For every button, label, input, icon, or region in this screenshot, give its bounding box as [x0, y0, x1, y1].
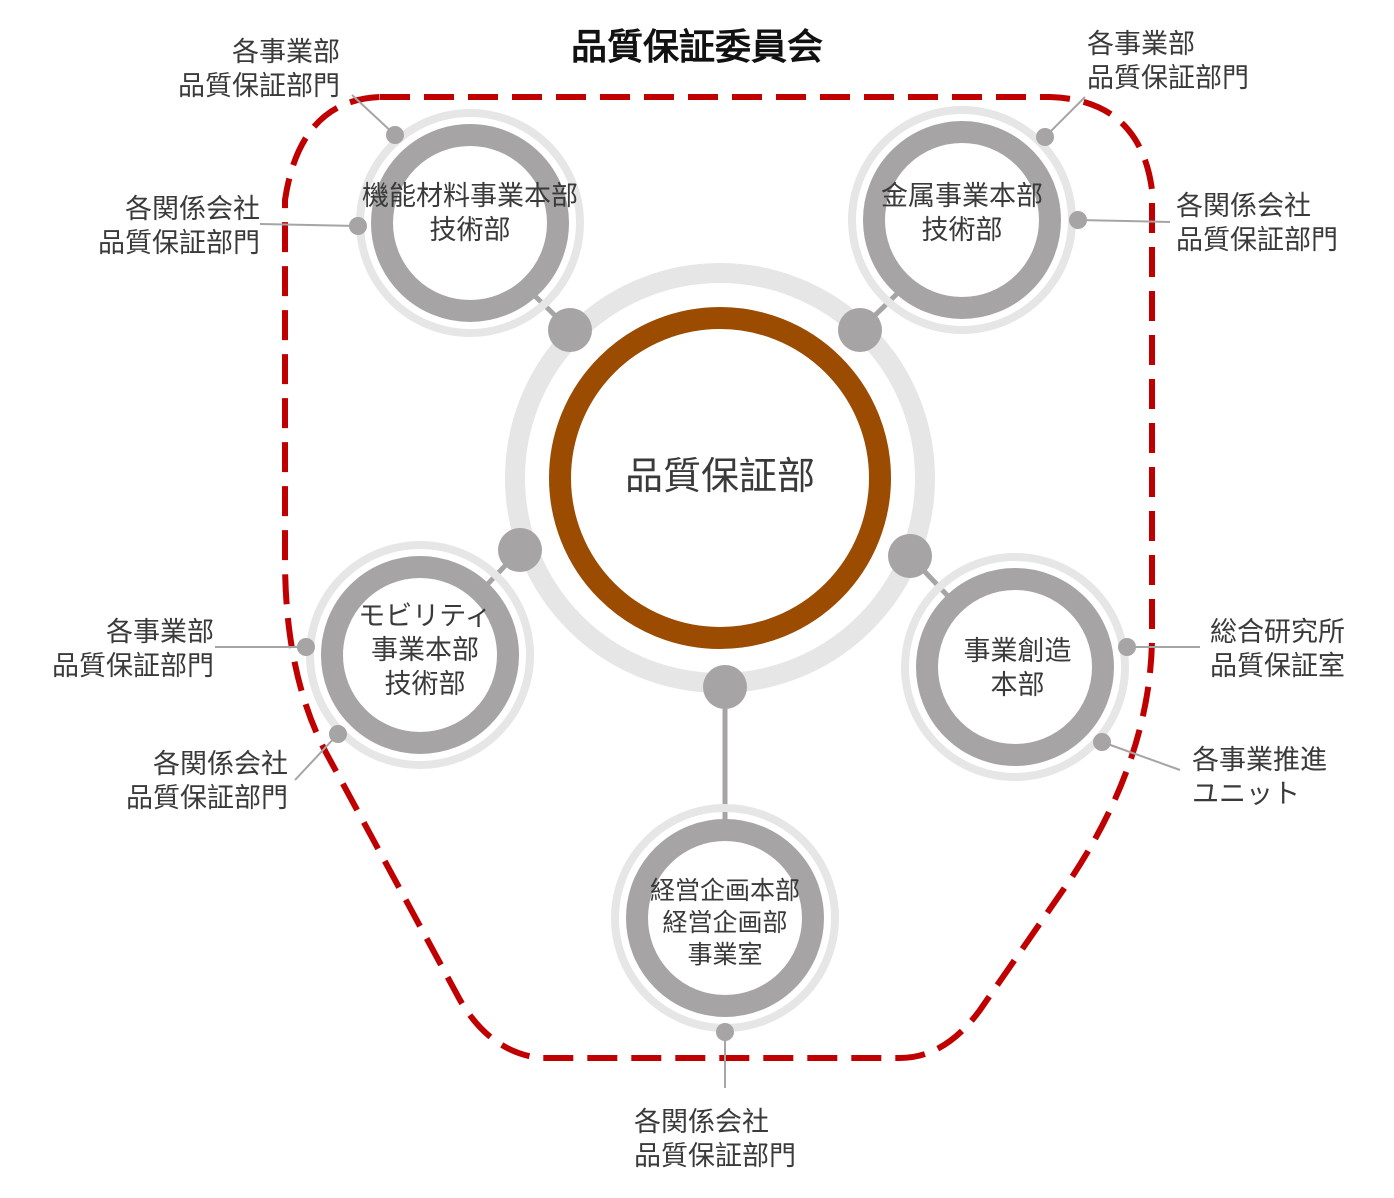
node-label-line: 機能材料事業本部	[362, 181, 578, 212]
joint-dot	[703, 665, 747, 709]
center-ring	[549, 307, 891, 649]
center-node	[505, 263, 935, 693]
node-ring	[321, 556, 519, 754]
node-label-line: 技術部	[384, 669, 466, 700]
node-label-line: 技術部	[429, 215, 511, 246]
node-ring	[916, 568, 1114, 766]
node-ring	[371, 124, 569, 322]
leader-line	[1044, 96, 1086, 138]
node-creation	[901, 553, 1129, 781]
node-label-line: 事業本部	[371, 635, 479, 666]
node-label-functional: 機能材料事業本部 技術部	[340, 180, 600, 248]
joint-dot	[548, 308, 592, 352]
leader-dot	[349, 217, 367, 235]
node-corporate	[611, 804, 839, 1032]
node-label-line: 本部	[990, 670, 1045, 701]
leader-line	[259, 223, 359, 227]
label-functional-affiliates: 各関係会社 品質保証部門	[98, 194, 260, 259]
node-label-line: 経営企画部	[662, 908, 788, 937]
label-corporate-affiliates: 各関係会社 品質保証部門	[634, 1107, 796, 1172]
node-label-line: モビリティ	[358, 601, 492, 632]
label-creation-units: 各事業推進 ユニット	[1192, 745, 1327, 810]
label-mobility-business: 各事業部 品質保証部門	[52, 617, 214, 682]
label-metal-affiliates: 各関係会社 品質保証部門	[1176, 191, 1338, 256]
label-metal-business: 各事業部 品質保証部門	[1087, 29, 1249, 94]
leader-dot	[1118, 638, 1136, 656]
joint-dot	[498, 528, 542, 572]
leader-dot	[1093, 733, 1111, 751]
joint-dot	[888, 534, 932, 578]
leader-dot	[1036, 128, 1054, 146]
node-ring	[626, 819, 824, 1017]
leader-dot	[716, 1023, 734, 1041]
node-label-line: 経営企画本部	[649, 876, 800, 905]
node-label-line: 技術部	[921, 215, 1003, 246]
node-label-line: 事業創造	[963, 636, 1072, 667]
center-label: 品質保証部	[624, 454, 815, 498]
label-mobility-affiliates: 各関係会社 品質保証部門	[126, 749, 288, 814]
leader-dots	[297, 126, 1136, 1041]
leader-line	[1077, 219, 1171, 223]
node-label-line: 金属事業本部	[881, 181, 1043, 212]
leader-line	[294, 733, 339, 781]
node-ring	[863, 121, 1061, 319]
leader-line	[351, 94, 396, 136]
leader-dot	[297, 638, 315, 656]
leader-line	[1101, 741, 1181, 771]
node-label-creation: 事業創造 本部	[915, 635, 1120, 703]
committee-boundary	[282, 94, 1155, 1061]
node-label-corporate: 経営企画本部 経営企画部 事業室	[615, 875, 835, 971]
leader-lines	[215, 94, 1200, 1088]
joint-dots	[498, 308, 932, 709]
joint-dot	[838, 308, 882, 352]
leader-dot	[329, 725, 347, 743]
label-functional-business: 各事業部 品質保証部門	[178, 37, 340, 102]
label-creation-lab: 総合研究所 品質保証室	[1210, 617, 1345, 682]
leader-dot	[1069, 211, 1087, 229]
node-label-mobility: モビリティ 事業本部 技術部	[320, 600, 530, 702]
node-halo	[901, 553, 1129, 781]
leader-dot	[386, 126, 404, 144]
node-label-line: 事業室	[687, 940, 763, 969]
node-label-metal: 金属事業本部 技術部	[842, 180, 1082, 248]
committee-title: 品質保証委員会	[570, 27, 823, 68]
